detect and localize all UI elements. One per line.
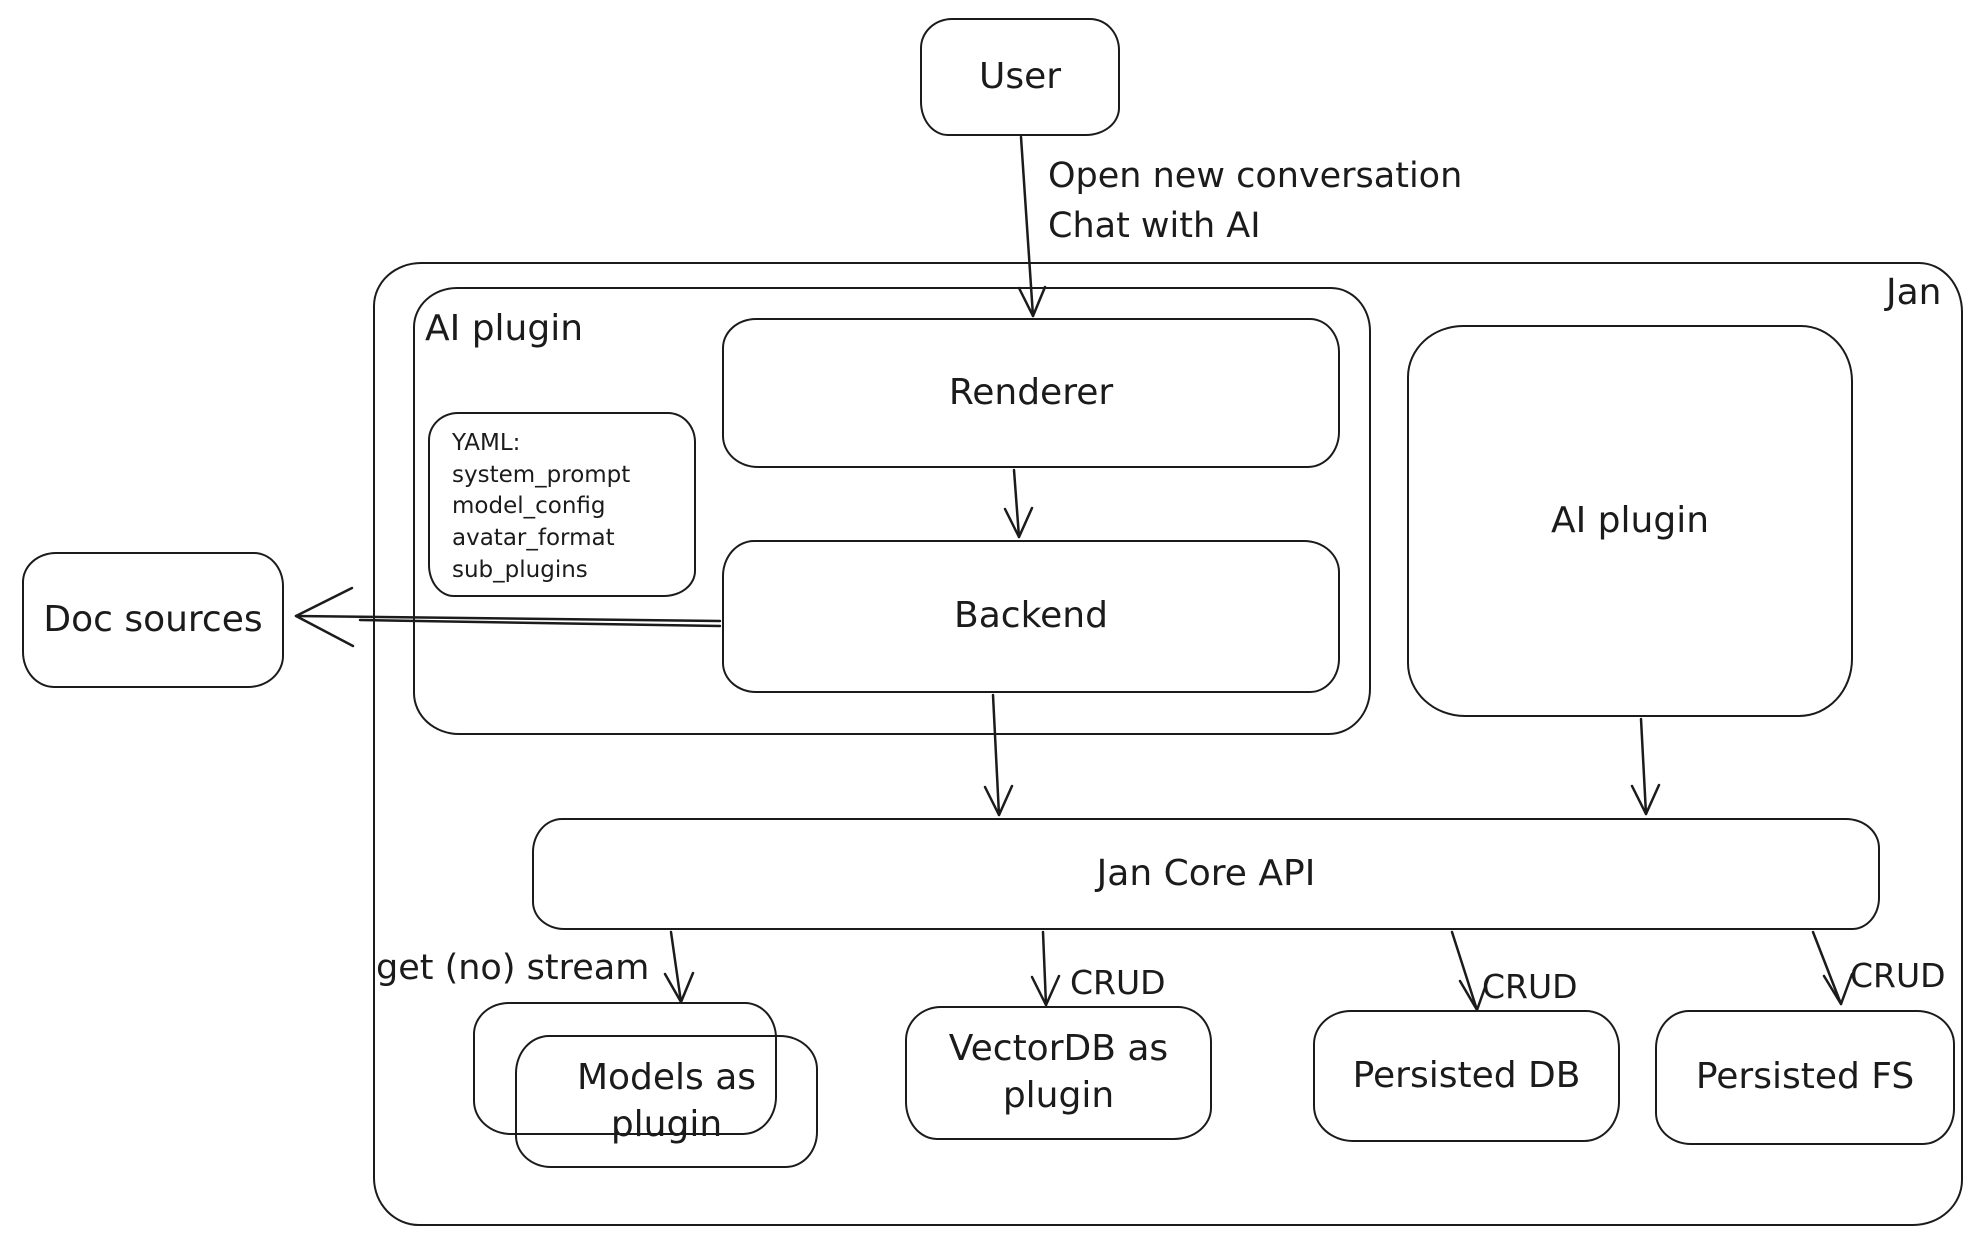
doc-sources-label: Doc sources xyxy=(43,598,263,640)
yaml-note-line: model_config xyxy=(452,493,606,520)
ai-plugin-right-box: AI plugin xyxy=(1407,325,1853,717)
vectordb-as-plugin-label: VectorDB as plugin xyxy=(948,1028,1169,1116)
jan-container-label: Jan xyxy=(1886,272,1942,313)
edge-label-open-conversation: Open new conversation xyxy=(1048,156,1463,196)
renderer-box: Renderer xyxy=(722,318,1340,468)
ai-plugin-right-label: AI plugin xyxy=(1550,499,1710,541)
edge-label-crud-vectordb: CRUD xyxy=(1070,963,1166,1002)
edge-label-user-to-renderer: Open new conversation Chat with AI xyxy=(1048,152,1462,251)
doc-sources-box: Doc sources xyxy=(22,552,284,688)
backend-label: Backend xyxy=(954,595,1108,637)
user-box: User xyxy=(920,18,1120,136)
persisted-fs-label: Persisted FS xyxy=(1695,1056,1915,1098)
edge-label-crud-persisted-fs: CRUD xyxy=(1850,956,1946,995)
yaml-note-line: sub_plugins xyxy=(452,556,588,583)
user-label: User xyxy=(978,55,1062,97)
jan-container-box xyxy=(373,262,1963,1226)
yaml-note-line: YAML: xyxy=(452,430,521,456)
vectordb-as-plugin-box: VectorDB as plugin xyxy=(905,1006,1212,1140)
jan-core-api-box: Jan Core API xyxy=(532,818,1880,930)
ai-plugin-container-label: AI plugin xyxy=(425,308,584,349)
renderer-label: Renderer xyxy=(948,371,1114,413)
backend-box: Backend xyxy=(722,540,1340,693)
persisted-fs-box: Persisted FS xyxy=(1655,1010,1955,1145)
persisted-db-box: Persisted DB xyxy=(1313,1010,1620,1142)
edge-label-crud-persisted-db: CRUD xyxy=(1482,967,1578,1006)
models-as-plugin-box: Models as plugin xyxy=(515,1035,818,1168)
jan-core-api-label: Jan Core API xyxy=(1096,852,1316,894)
persisted-db-label: Persisted DB xyxy=(1352,1054,1581,1096)
models-as-plugin-back-box xyxy=(473,1002,777,1135)
ai-plugin-container-box xyxy=(413,287,1371,735)
models-as-plugin-label: Models as plugin xyxy=(576,1056,757,1145)
edge-label-chat-with-ai: Chat with AI xyxy=(1048,205,1261,246)
yaml-note-line: avatar_format xyxy=(452,525,615,552)
yaml-note-line: system_prompt xyxy=(452,461,631,488)
yaml-note: YAML: system_prompt model_config avatar_… xyxy=(428,412,696,597)
edge-label-get-no-stream: get (no) stream xyxy=(376,948,650,988)
